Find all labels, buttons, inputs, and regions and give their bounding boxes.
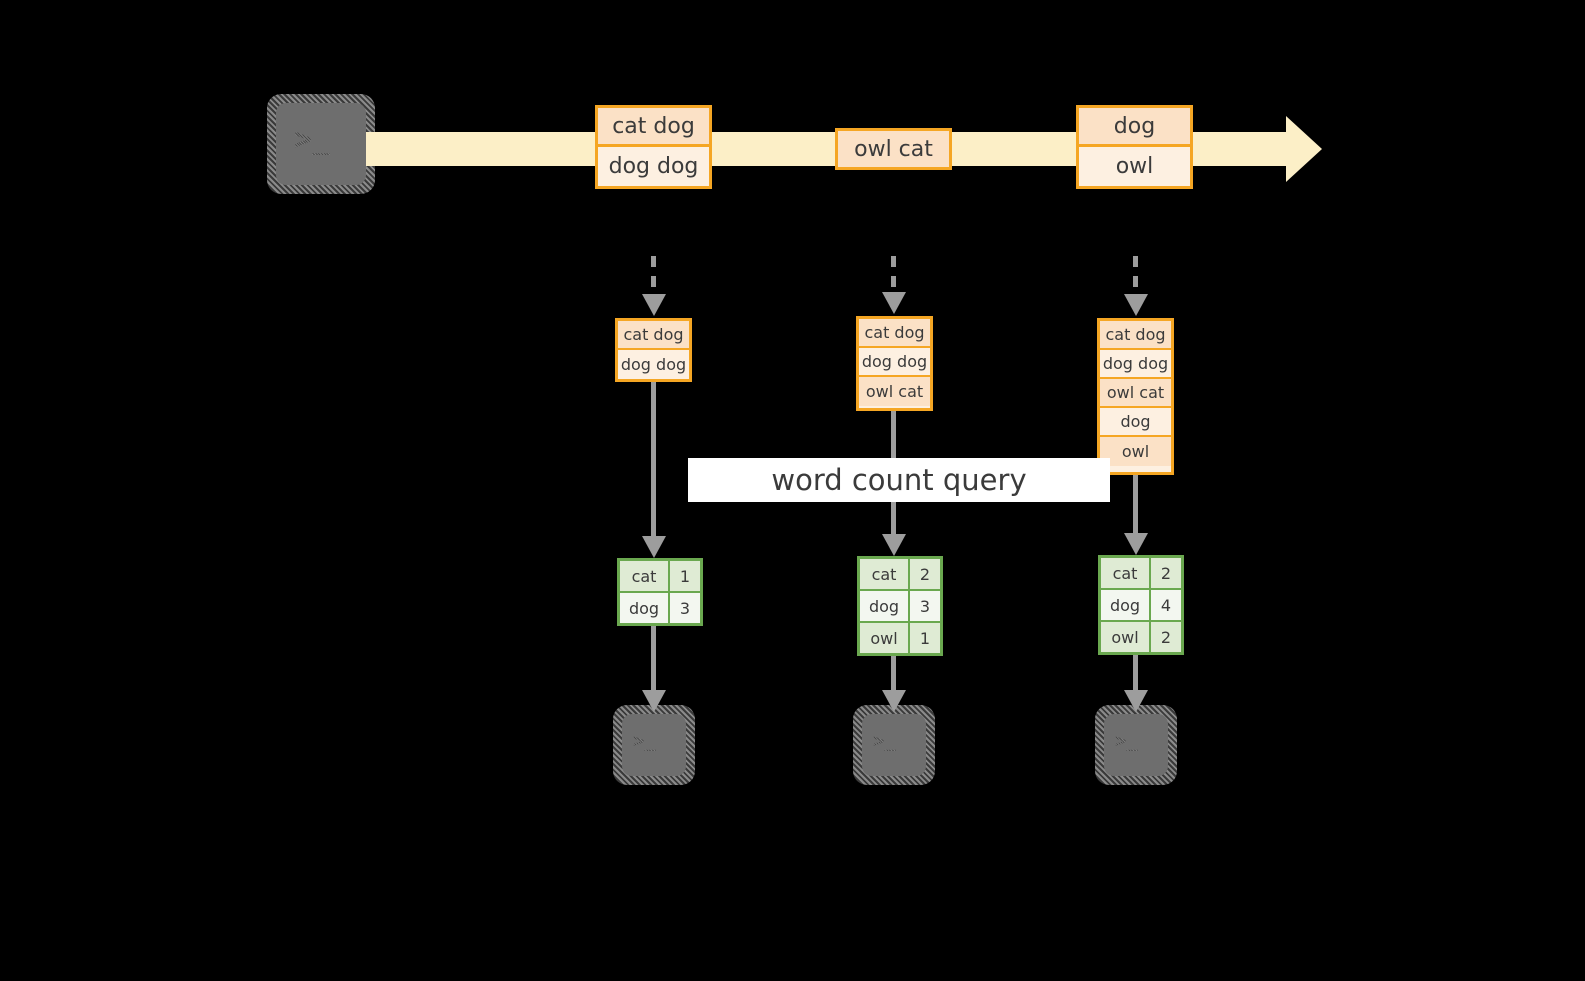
col-1-log-row: cat dog <box>618 321 689 350</box>
stream-message-3[interactable]: dog owl <box>1076 105 1193 189</box>
terminal-prompt-glyph: >_ <box>633 730 656 752</box>
terminal-prompt-glyph: >_ <box>873 730 896 752</box>
col-1-query-line <box>651 382 656 542</box>
col-1-ingest-line <box>651 256 656 300</box>
terminal-prompt-glyph: >_ <box>294 122 331 157</box>
col-3-result-count: 4 <box>1151 590 1181 620</box>
col-3-log[interactable]: cat dog dog dog owl cat dog owl <box>1097 318 1174 475</box>
col-1-log-row: dog dog <box>618 350 689 379</box>
table-row: owl 1 <box>860 623 940 653</box>
col-2-ingest-line <box>891 256 896 298</box>
query-label: word count query <box>688 458 1110 502</box>
col-3-result-count: 2 <box>1151 558 1181 588</box>
table-row: dog 3 <box>860 591 940 623</box>
col-1-result-word: dog <box>620 593 670 623</box>
col-3-result-word: cat <box>1101 558 1151 588</box>
col-1-sink-terminal-icon: >_ <box>613 705 695 785</box>
terminal-face <box>862 714 926 776</box>
col-1-result-count: 3 <box>670 593 700 623</box>
col-3-log-row: dog <box>1100 408 1171 437</box>
col-2-log-row: owl cat <box>859 377 930 406</box>
stream-message-3-line-2: owl <box>1079 147 1190 186</box>
col-1-sink-line <box>651 624 656 696</box>
col-1-result-count: 1 <box>670 561 700 591</box>
terminal-face <box>1104 714 1168 776</box>
col-2-ingest-arrowhead <box>882 292 906 314</box>
col-2-query-arrowhead <box>882 534 906 556</box>
table-row: cat 1 <box>620 561 700 593</box>
stream-message-2-line-1: owl cat <box>838 131 949 167</box>
table-row: cat 2 <box>860 559 940 591</box>
stream-message-1-line-2: dog dog <box>598 147 709 186</box>
col-2-log[interactable]: cat dog dog dog owl cat <box>856 316 933 411</box>
terminal-face <box>622 714 686 776</box>
col-1-query-arrowhead <box>642 536 666 558</box>
col-2-result-count: 1 <box>910 623 940 653</box>
col-2-result-count: 2 <box>910 559 940 589</box>
stream-message-2[interactable]: owl cat <box>835 128 952 170</box>
source-terminal-icon: >_ <box>267 94 375 194</box>
stream-message-1-line-1: cat dog <box>598 108 709 147</box>
col-1-log[interactable]: cat dog dog dog <box>615 318 692 382</box>
terminal-prompt-glyph: >_ <box>1115 730 1138 752</box>
col-1-result-word: cat <box>620 561 670 591</box>
terminal-face <box>276 103 366 185</box>
col-3-log-row: dog dog <box>1100 350 1171 379</box>
col-3-sink-line <box>1133 651 1138 696</box>
col-1-ingest-arrowhead <box>642 294 666 316</box>
col-2-sink-terminal-icon: >_ <box>853 705 935 785</box>
col-3-result-table[interactable]: cat 2 dog 4 owl 2 <box>1098 555 1184 655</box>
col-3-result-word: dog <box>1101 590 1151 620</box>
stream-message-1[interactable]: cat dog dog dog <box>595 105 712 189</box>
table-row: dog 3 <box>620 593 700 623</box>
col-2-log-row: dog dog <box>859 348 930 377</box>
col-3-log-row: owl <box>1100 437 1171 466</box>
col-3-log-row: owl cat <box>1100 379 1171 408</box>
col-1-result-table[interactable]: cat 1 dog 3 <box>617 558 703 626</box>
col-2-result-word: cat <box>860 559 910 589</box>
col-2-result-count: 3 <box>910 591 940 621</box>
query-label-text: word count query <box>771 463 1027 497</box>
stream-arrowhead <box>1286 116 1322 182</box>
col-3-sink-arrowhead <box>1124 690 1148 712</box>
col-3-query-line <box>1133 475 1138 539</box>
col-2-log-row: cat dog <box>859 319 930 348</box>
col-2-sink-arrowhead <box>882 690 906 712</box>
table-row: owl 2 <box>1101 622 1181 652</box>
col-1-sink-arrowhead <box>642 690 666 712</box>
col-2-result-word: owl <box>860 623 910 653</box>
col-3-log-row: cat dog <box>1100 321 1171 350</box>
col-3-ingest-arrowhead <box>1124 294 1148 316</box>
table-row: cat 2 <box>1101 558 1181 590</box>
table-row: dog 4 <box>1101 590 1181 622</box>
col-2-sink-line <box>891 652 896 696</box>
col-3-query-arrowhead <box>1124 533 1148 555</box>
col-3-result-word: owl <box>1101 622 1151 652</box>
col-3-ingest-line <box>1133 256 1138 300</box>
col-3-result-count: 2 <box>1151 622 1181 652</box>
col-3-sink-terminal-icon: >_ <box>1095 705 1177 785</box>
col-2-result-table[interactable]: cat 2 dog 3 owl 1 <box>857 556 943 656</box>
col-2-result-word: dog <box>860 591 910 621</box>
stream-message-3-line-1: dog <box>1079 108 1190 147</box>
